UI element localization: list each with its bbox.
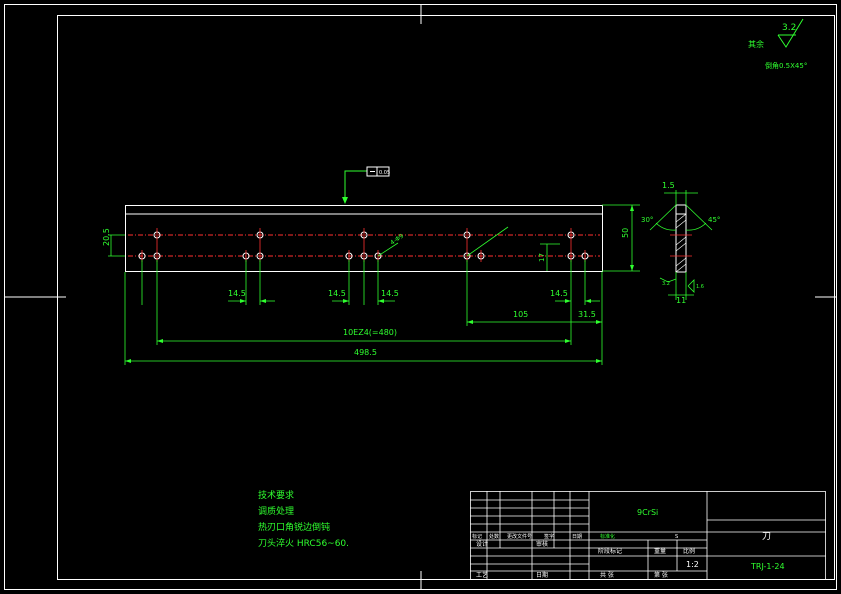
header-count: 处数: [489, 533, 499, 540]
dim-left-height: 20.5: [102, 228, 111, 246]
part-name: 刀: [762, 532, 771, 542]
row-date: 日期: [536, 571, 548, 579]
material: 9CrSi: [637, 508, 658, 517]
outer-border: [4, 4, 837, 590]
tech-note-line: 刀头淬火 HRC56~60.: [258, 537, 349, 549]
dim-height-inner: 17: [538, 253, 546, 262]
tech-note-title: 技术要求: [258, 489, 294, 501]
header-date: 日期: [572, 534, 582, 540]
sheet-num: 第 张: [654, 571, 668, 579]
tolerance-value: 0.05: [379, 170, 390, 176]
sheet-total: 共 张: [600, 571, 614, 579]
std-label: 标准化: [600, 533, 615, 540]
roughness-label: 其余: [748, 39, 764, 49]
dim-bottom-width: 11: [676, 296, 686, 305]
dim-top-width: 1.5: [662, 181, 675, 190]
title-block-text: 9CrSi 刀 TRJ-1-24 1:2 标记 处数 更改文件号 签字 日期 设…: [472, 508, 785, 579]
front-dimension-labels: 20.5 14.5 14.5 14.5 14.5 10EZ4(=480) 105…: [102, 228, 630, 357]
dim-span-right: 105: [513, 310, 528, 319]
row-process: 工艺: [476, 571, 488, 579]
dim-pitch-1: 14.5: [228, 289, 246, 298]
header-sign: 签字: [544, 533, 554, 540]
weight-label: 重量: [654, 547, 666, 555]
dim-pitch-2: 14.5: [328, 289, 346, 298]
dim-roughness-small: 3.2: [662, 281, 670, 287]
stage-label: 阶段标记: [598, 547, 622, 555]
scale-label: 比例: [683, 547, 695, 555]
tolerance-frame: 0.05: [342, 166, 390, 204]
side-view: 1.5 30° 45° 11 3.2 1.6: [641, 181, 720, 305]
hole-centerlines: [141, 228, 586, 262]
dim-pitch-3: 14.5: [381, 289, 399, 298]
dim-overall-length: 498.5: [354, 348, 377, 357]
title-block: [470, 491, 826, 580]
small-mark: S: [675, 534, 678, 540]
front-dimension-arrows: [125, 205, 634, 363]
front-dimensions: [108, 204, 640, 365]
row-design: 设计: [476, 540, 488, 548]
roughness-symbol: 3.2 其余 倒角0.5X45°: [748, 18, 807, 70]
dim-angle-right: 45°: [708, 216, 720, 224]
drawing-number: TRJ-1-24: [750, 562, 785, 571]
front-view: [125, 205, 603, 272]
row-check: 审核: [536, 540, 548, 548]
chamfer-note: 倒角0.5X45°: [765, 61, 807, 70]
dim-roughness-side: 1.6: [696, 284, 704, 290]
dim-spacing-total: 10EZ4(=480): [343, 328, 397, 337]
tech-note-line: 调质处理: [258, 505, 294, 517]
dim-pitch-4: 14.5: [550, 289, 568, 298]
dim-edge-right: 31.5: [578, 310, 596, 319]
tech-note-line: 热刃口角锐边倒钝: [258, 521, 330, 533]
dim-height-right: 50: [621, 228, 630, 238]
header-change-doc: 更改文件号: [507, 533, 532, 540]
centering-marks: [4, 4, 837, 590]
roughness-value: 3.2: [782, 23, 796, 33]
inner-border: [57, 15, 835, 580]
dim-angle-left: 30°: [641, 216, 653, 224]
scale: 1:2: [686, 560, 699, 569]
technical-notes: 技术要求 调质处理 热刃口角锐边倒钝 刀头淬火 HRC56~60.: [258, 489, 349, 549]
hole-group: [138, 231, 589, 260]
header-mark: 标记: [472, 533, 482, 540]
